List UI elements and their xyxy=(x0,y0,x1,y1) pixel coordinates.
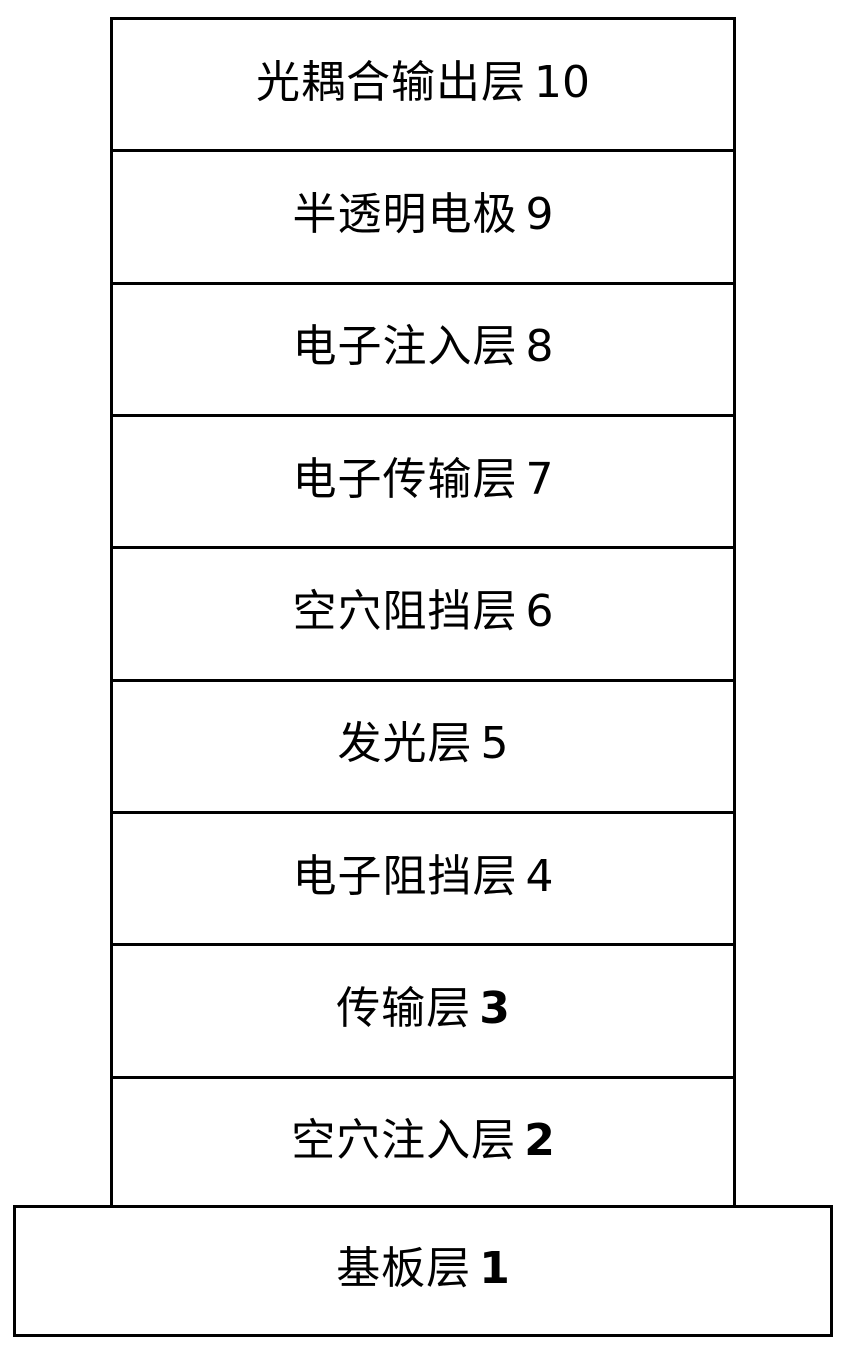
layer-number-2: 2 xyxy=(524,1115,555,1167)
layer-name-8: 电子注入层 xyxy=(292,321,518,373)
layer-name-6: 空穴阻挡层 xyxy=(292,585,518,637)
layer-name-5: 发光层 xyxy=(337,718,473,770)
layer-name-4: 电子阻挡层 xyxy=(292,850,518,902)
layer-name-7: 电子传输层 xyxy=(292,453,518,505)
layer-number-5: 5 xyxy=(480,718,509,770)
layer-number-3: 3 xyxy=(479,982,510,1034)
substrate-layer-name: 基板层 xyxy=(336,1243,472,1294)
layer-name-2: 空穴注入层 xyxy=(291,1115,517,1167)
layer-number-7: 7 xyxy=(525,453,554,505)
layer-number-4: 4 xyxy=(525,850,554,902)
layer-number-8: 8 xyxy=(525,321,554,373)
layer-number-10: 10 xyxy=(534,56,590,108)
layer-number-6: 6 xyxy=(525,585,554,637)
layer-number-9: 9 xyxy=(525,188,554,240)
layer-name-9: 半透明电极 xyxy=(292,188,518,240)
layer-name-3: 传输层 xyxy=(336,982,472,1034)
layer-name-10: 光耦合输出层 xyxy=(256,56,526,108)
substrate-layer-number: 1 xyxy=(479,1243,510,1294)
